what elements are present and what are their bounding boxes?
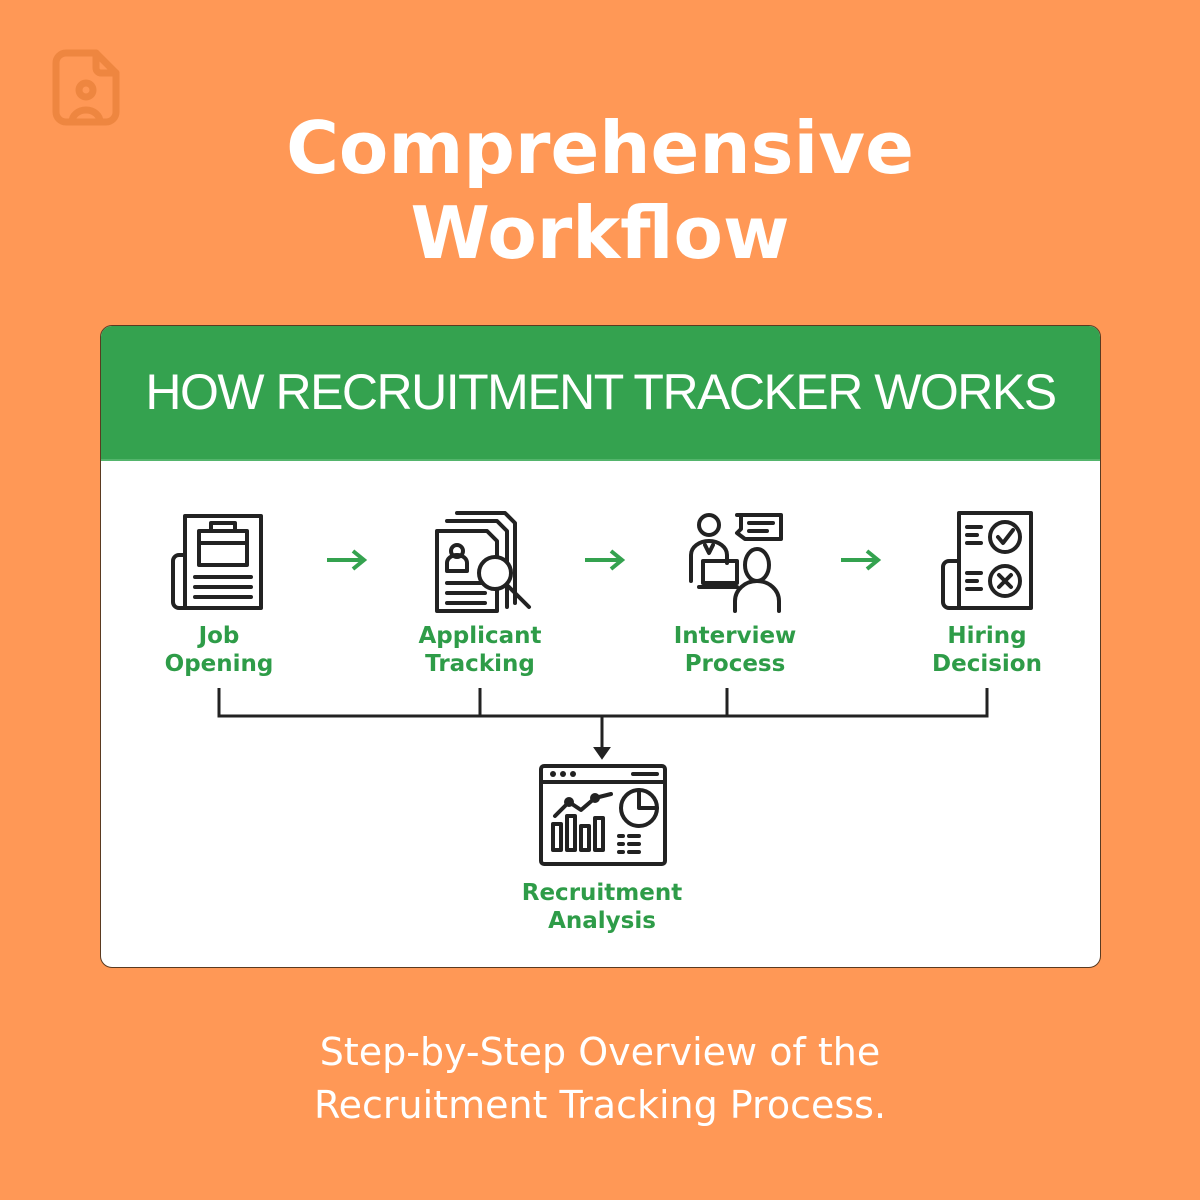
job-opening-icon <box>171 514 263 610</box>
document-person-icon <box>52 49 120 126</box>
step-hiring-decision: Hiring Decision <box>887 622 1087 678</box>
step-label-line1: Job <box>198 623 240 649</box>
step-interview-process: Interview Process <box>635 622 835 678</box>
step-label-line2: Tracking <box>425 651 535 677</box>
interview-icon <box>689 513 783 613</box>
workflow-diagram <box>171 511 1033 866</box>
arrow-right-icon <box>327 549 882 571</box>
card-title: HOW RECRUITMENT TRACKER WORKS <box>145 364 1057 420</box>
page-title-line2: Workflow <box>410 191 790 275</box>
step-label-line1: Recruitment <box>521 880 683 906</box>
card-header: HOW RECRUITMENT TRACKER WORKS <box>101 326 1100 461</box>
step-label-line1: Interview <box>673 623 797 649</box>
step-label-line1: Hiring <box>947 623 1027 649</box>
applicant-tracking-icon <box>435 511 531 613</box>
page-title-line1: Comprehensive <box>286 106 914 190</box>
arrow-down-icon <box>593 747 611 760</box>
step-label-line2: Decision <box>932 651 1042 677</box>
analytics-dashboard-icon <box>539 764 667 866</box>
workflow-card: HOW RECRUITMENT TRACKER WORKS <box>100 325 1101 968</box>
footer-line2: Recruitment Tracking Process. <box>313 1083 887 1127</box>
step-label-line2: Opening <box>164 651 274 677</box>
step-recruitment-analysis: Recruitment Analysis <box>502 879 702 935</box>
step-job-opening: Job Opening <box>119 622 319 678</box>
connector-lines <box>217 688 989 754</box>
hiring-decision-icon <box>941 511 1033 610</box>
step-label-line2: Analysis <box>548 908 656 934</box>
step-label-line1: Applicant <box>418 623 542 649</box>
footer-line1: Step-by-Step Overview of the <box>319 1030 881 1074</box>
step-applicant-tracking: Applicant Tracking <box>380 622 580 678</box>
step-label-line2: Process <box>684 651 786 677</box>
